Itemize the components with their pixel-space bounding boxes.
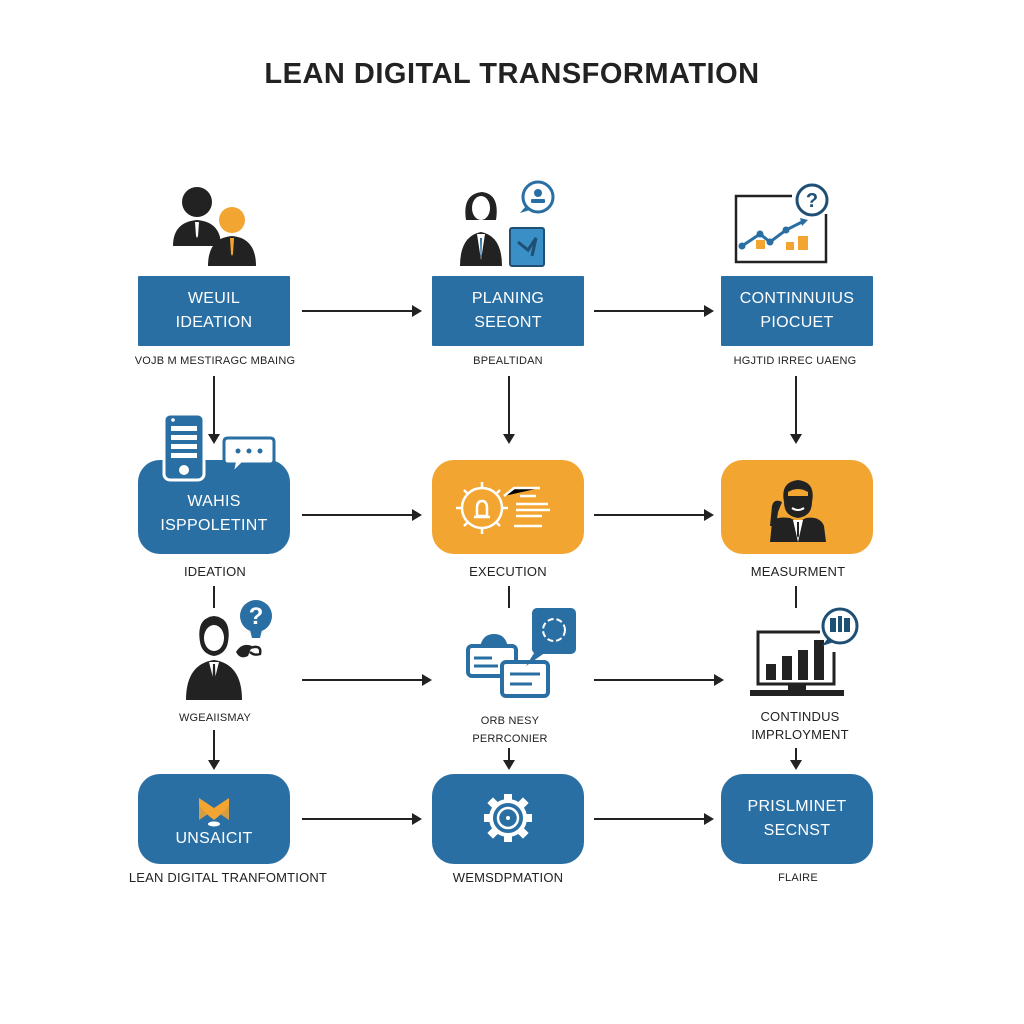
connector-line <box>508 586 510 608</box>
connector-line <box>795 586 797 608</box>
node-label-line1: WAHIS <box>187 493 241 510</box>
continuous-product-box[interactable]: CONTINNUIUS PIOCUET <box>721 276 873 346</box>
caption-line2: IMPRLOYMENT <box>751 727 849 742</box>
connector-line <box>213 586 215 608</box>
businessman-icon <box>770 480 826 542</box>
connector-arrow <box>594 813 714 825</box>
caption-line1: CONTINDUS <box>760 709 840 724</box>
node-caption: WEMSDPMATION <box>452 870 564 885</box>
node-label-line2: SEEONT <box>474 314 542 331</box>
chart-question-icon: ? <box>734 183 829 264</box>
connector-arrow <box>302 813 422 825</box>
connector-arrow <box>302 674 432 686</box>
connector-arrow <box>594 509 714 521</box>
node-caption: MEASURMENT <box>750 564 846 579</box>
node-label-line1: PRISLMINET <box>747 798 847 815</box>
monitor-bar-chart-icon <box>750 607 859 696</box>
node-caption: BPEALTIDAN <box>473 355 543 367</box>
connector-arrow <box>208 376 220 444</box>
connector-arrow <box>594 305 714 317</box>
node-label-line2: ISPPOLETINT <box>160 517 268 534</box>
ideation-box[interactable]: WEUIL IDEATION <box>138 276 290 346</box>
gear-icon <box>484 794 532 842</box>
connector-arrow <box>302 509 422 521</box>
connector-arrow <box>790 748 802 770</box>
caption-line1: ORB NESY <box>480 715 540 727</box>
node-caption: EXECUTION <box>469 564 547 579</box>
node-label-line1: CONTINNUIUS <box>739 290 855 307</box>
node-caption: IDEATION <box>183 564 247 579</box>
connector-arrow <box>503 376 515 444</box>
connector-arrow <box>503 748 515 770</box>
envelope-icon <box>199 798 229 827</box>
business-people-icon <box>173 187 256 266</box>
connector-arrow <box>302 305 422 317</box>
person-question-icon: ? <box>186 600 272 700</box>
connector-arrow <box>208 730 220 770</box>
svg-text:?: ? <box>806 190 818 212</box>
cards-chat-icon <box>466 608 576 698</box>
node-caption: VOJB M MESTIRAGC MBAING <box>134 355 296 367</box>
node-caption: ORB NESY PERRCONIER <box>430 712 590 748</box>
caption-line2: PERRCONIER <box>472 733 548 745</box>
prislminet-box[interactable]: PRISLMINET SECNST <box>721 774 873 864</box>
svg-text:?: ? <box>249 603 264 630</box>
woman-with-clipboard-icon <box>460 180 555 267</box>
gear-document-icon <box>456 482 550 534</box>
node-label-line2: SECNST <box>763 822 831 839</box>
node-caption: HGJTID IRREC UAENG <box>733 355 857 367</box>
diagram-title: LEAN DIGITAL TRANSFORMATION <box>264 58 760 90</box>
implementation-box[interactable]: WAHIS ISPPOLETINT <box>138 460 290 554</box>
node-caption: WGEAIISMAY <box>178 712 252 724</box>
node-label-line2: PIOCUET <box>760 314 834 331</box>
node-label-line1: PLANING <box>471 290 545 307</box>
node-label-line1: UNSAICIT <box>175 830 253 847</box>
node-caption: LEAN DIGITAL TRANFOMTIONT <box>128 870 328 885</box>
planning-box[interactable]: PLANING SEEONT <box>432 276 584 346</box>
node-label-line1: WEUIL <box>187 290 241 307</box>
connector-arrow <box>790 376 802 444</box>
node-caption: CONTINDUS IMPRLOYMENT <box>720 708 880 744</box>
phone-chat-icon <box>162 412 276 482</box>
node-label-line2: IDEATION <box>175 314 253 331</box>
node-caption: FLAIRE <box>778 872 818 884</box>
connector-arrow <box>594 674 724 686</box>
